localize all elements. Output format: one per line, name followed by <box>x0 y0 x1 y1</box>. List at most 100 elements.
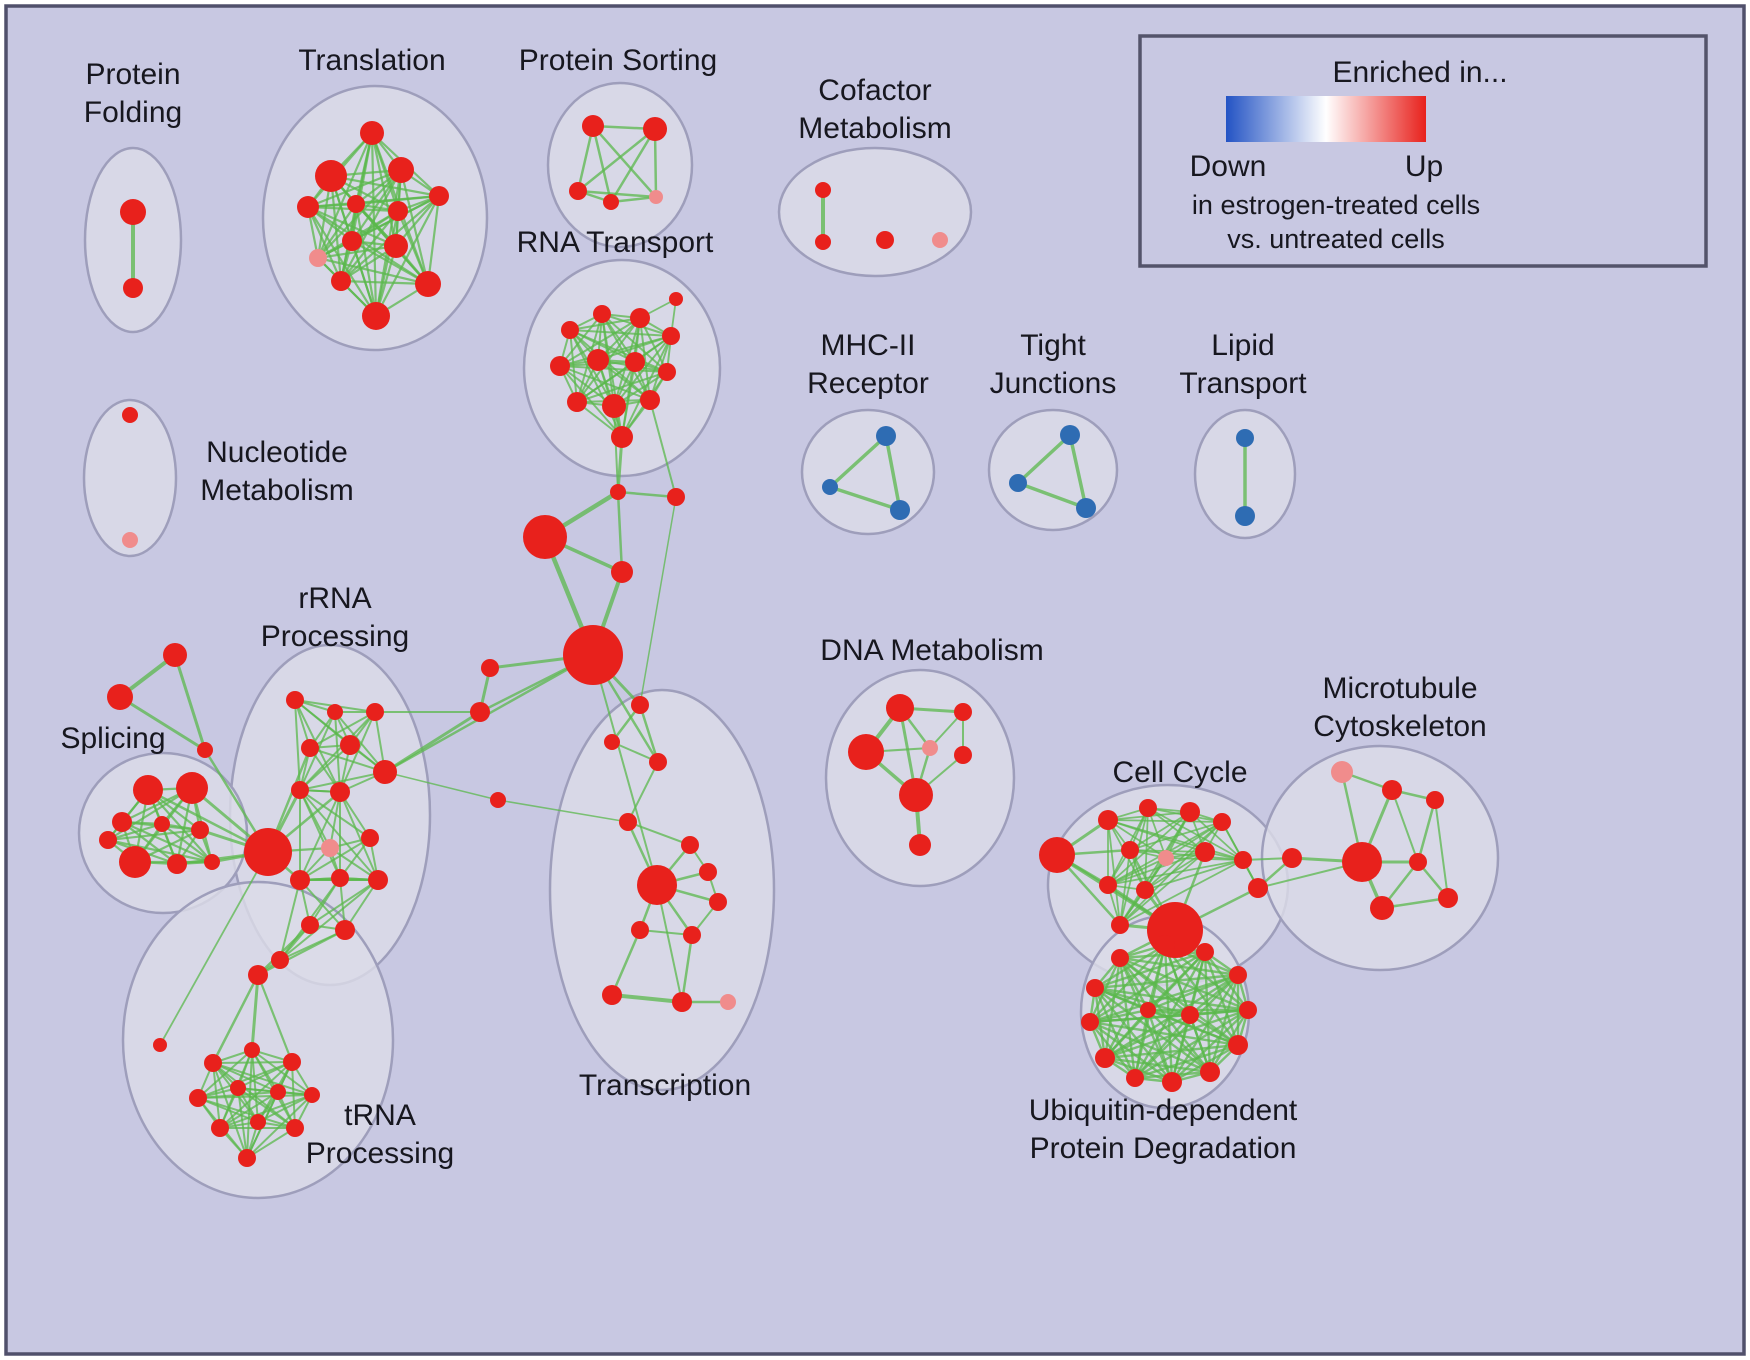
network-edge <box>1093 986 1107 1060</box>
network-node-cc4 <box>1180 802 1200 822</box>
legend: Enriched in... Down Up in estrogen-treat… <box>1138 34 1708 268</box>
network-edge <box>1434 799 1449 899</box>
network-node-tl5 <box>347 195 365 213</box>
network-node-tl8 <box>309 249 327 267</box>
network-edge <box>299 791 341 881</box>
network-node-rr3 <box>366 703 384 721</box>
network-edge <box>339 279 430 286</box>
network-edge <box>246 1049 253 1159</box>
network-edge <box>1188 1013 1212 1074</box>
network-node-lt2 <box>1235 506 1255 526</box>
network-node-rt6 <box>587 349 609 371</box>
network-node-cf2 <box>815 234 831 250</box>
network-edge <box>591 124 613 204</box>
network-edge <box>316 256 430 286</box>
network-edge <box>384 771 499 801</box>
network-node-tc6 <box>637 865 677 905</box>
network-edge <box>1118 956 1240 977</box>
network-node-rr12 <box>331 869 349 887</box>
network-node-cn5 <box>470 702 490 722</box>
cluster-label-cofactor-metabolism: Cofactor <box>818 74 931 107</box>
network-node-tl3 <box>388 157 414 183</box>
network-node-rr13 <box>368 870 388 890</box>
cluster-ellipse-mhc-ii-receptor <box>800 408 936 536</box>
network-edge <box>237 1087 248 1159</box>
network-edge <box>884 434 902 512</box>
cluster-label-nucleotide-metabolism: Nucleotide <box>206 436 348 469</box>
network-node-rr7 <box>291 781 309 799</box>
network-edge <box>1119 851 1206 926</box>
network-node-tg2 <box>107 684 133 710</box>
network-node-tn8 <box>211 1119 229 1137</box>
network-edge <box>1088 943 1167 1024</box>
network-node-tn3 <box>283 1053 301 1071</box>
network-node-ub13 <box>1140 1002 1156 1018</box>
network-edge <box>237 1061 293 1089</box>
network-node-tn12 <box>153 1038 167 1052</box>
network-node-cc11 <box>1136 881 1154 899</box>
network-edge <box>197 1094 313 1099</box>
network-edge <box>1189 811 1244 861</box>
network-node-mt1 <box>1331 761 1353 783</box>
network-node-tl11 <box>415 271 441 297</box>
network-edge <box>627 821 691 846</box>
network-edge <box>559 317 641 367</box>
network-edge <box>299 837 371 881</box>
cluster-ellipse-rna-transport <box>522 258 722 478</box>
network-node-rr6 <box>373 760 397 784</box>
network-node-tl2 <box>315 160 347 192</box>
cluster-label-cell-cycle: Cell Cycle <box>1112 756 1247 789</box>
network-edge <box>279 879 379 961</box>
network-node-tc3 <box>649 753 667 771</box>
network-edge <box>316 202 358 260</box>
network-edge <box>1170 973 1240 1084</box>
network-edge <box>426 194 441 286</box>
network-node-rt12 <box>611 426 633 448</box>
network-node-cc2 <box>1098 810 1118 830</box>
network-edge <box>118 695 207 752</box>
network-edge <box>1129 811 1191 851</box>
network-edge <box>1133 1008 1250 1080</box>
network-node-hub <box>563 625 623 685</box>
network-edge <box>1103 1043 1240 1060</box>
network-node-mh3 <box>890 500 910 520</box>
network-node-tn11 <box>238 1149 256 1167</box>
network-node-rr2 <box>327 704 343 720</box>
network-edge <box>1118 956 1150 1012</box>
cluster-ellipse-trna-processing <box>121 880 395 1200</box>
network-node-dm7 <box>909 834 931 856</box>
legend-subtitle-line1: in estrogen-treated cells <box>1192 190 1480 220</box>
network-node-rr5 <box>340 735 360 755</box>
network-edge <box>1107 811 1191 886</box>
network-edge <box>601 313 651 401</box>
network-node-ub9 <box>1095 1048 1115 1068</box>
network-edge <box>197 1049 253 1099</box>
network-edge <box>638 703 660 764</box>
network-node-tn9 <box>250 1114 266 1130</box>
legend-subtitle-line2: vs. untreated cells <box>1227 224 1445 254</box>
network-node-ub7 <box>1162 1072 1182 1092</box>
network-edge <box>106 822 164 842</box>
network-node-rt10 <box>602 394 626 418</box>
network-node-pf1 <box>120 199 146 225</box>
network-edge <box>591 124 658 199</box>
cluster-ellipse-nucleotide-metabolism <box>82 398 178 558</box>
network-edge <box>159 851 269 1046</box>
network-edge <box>1088 1008 1150 1024</box>
network-node-tc4 <box>619 813 637 831</box>
network-edge <box>309 879 379 926</box>
network-edge <box>334 711 386 773</box>
network-node-hb <box>244 828 292 876</box>
network-edge <box>257 1094 313 1123</box>
network-node-rt13 <box>669 292 683 306</box>
network-edge <box>1119 807 1149 926</box>
cluster-label-lipid-transport: Lipid <box>1211 329 1274 362</box>
network-node-dm1 <box>886 694 914 722</box>
network-node-tc13 <box>720 994 736 1010</box>
network-edge <box>1088 1020 1240 1047</box>
network-node-cc8 <box>1195 842 1215 862</box>
network-edge <box>350 239 430 286</box>
cluster-ellipse-cofactor-metabolism <box>777 146 973 278</box>
network-node-tl13 <box>362 302 390 330</box>
